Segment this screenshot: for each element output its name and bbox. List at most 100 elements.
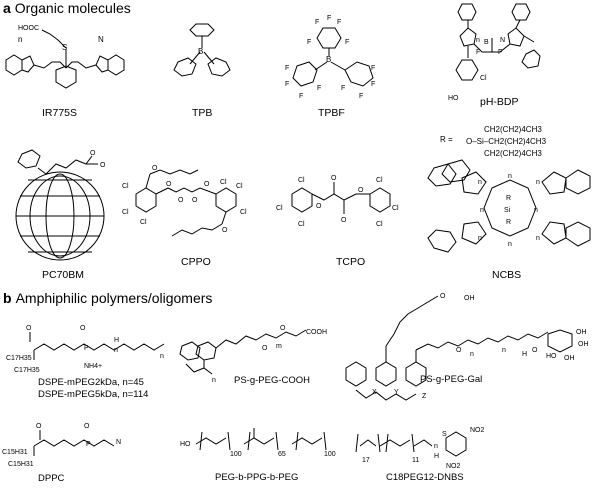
panel-a-letter: a	[3, 0, 11, 16]
tpbf-f9: F	[317, 85, 321, 92]
peg-ppg-peg-structure: HO 100 65 100	[180, 426, 340, 466]
dspe-o2: O	[80, 325, 86, 332]
pc70bm-o2: O	[100, 162, 106, 169]
pc70bm-structure: O O	[2, 146, 122, 266]
dnbs-n: n	[434, 443, 438, 450]
ncbs-structure: R = CH2(CH2)4CH3 O–Si–CH2(CH2)4CH3 CH2(C…	[420, 122, 598, 272]
dppc-c15-1: C15H31	[2, 449, 28, 456]
label-tpbf: TPBF	[318, 107, 345, 119]
dppc-o1: O	[36, 423, 42, 430]
cppo-cl1: Cl	[122, 183, 129, 190]
dppc-o2: O	[84, 423, 90, 430]
gal-o-mid: O	[456, 347, 462, 354]
ncbs-r2: R	[506, 219, 511, 226]
dspe-o1: O	[26, 325, 32, 332]
tpbf-f3: F	[327, 15, 331, 22]
cppo-o1: O	[166, 181, 172, 188]
gal-y: Y	[394, 389, 399, 396]
panel-b-letter: b	[3, 290, 12, 306]
tcpo-cl3: Cl	[298, 221, 305, 228]
tpbf-f11: F	[371, 81, 375, 88]
ncbs-chain-1: CH2(CH2)4CH3	[484, 125, 542, 134]
tpb-structure: B	[172, 22, 232, 97]
cppo-o6: O	[222, 227, 228, 234]
phbdp-b: B	[484, 39, 489, 46]
ncbs-n1: n	[478, 179, 482, 186]
dspe-n: n	[114, 347, 118, 354]
label-peg-ppg-peg: PEG-b-PPG-b-PEG	[215, 472, 299, 483]
gal-sub-n: n	[470, 351, 474, 358]
ncbs-n6: n	[478, 235, 482, 242]
cppo-cl6: Cl	[220, 179, 227, 186]
tpbf-f4: F	[307, 39, 311, 46]
ncbs-n3: n	[536, 179, 540, 186]
label-dspe-mpeg5k: DSPE-mPEG5kDa, n=114	[38, 389, 149, 400]
peg-sub-100b: 100	[324, 451, 336, 458]
ncbs-n4: n	[480, 207, 484, 214]
phbdp-f2: F	[498, 49, 502, 56]
dspe-p: P	[84, 345, 89, 352]
tpbf-f5: F	[345, 39, 349, 46]
cppo-o2: O	[204, 181, 210, 188]
dppc-n: N	[116, 439, 121, 446]
peg-sub-65: 65	[278, 451, 286, 458]
ncbs-r-eq: R =	[440, 135, 453, 144]
cppo-o5: O	[152, 165, 158, 172]
gal-n1: n	[502, 347, 506, 354]
ir775s-n-right: N	[98, 35, 104, 44]
phbdp-n1: n	[476, 37, 480, 44]
panel-a-title: Organic molecules	[14, 0, 131, 16]
tcpo-cl5: Cl	[392, 205, 399, 212]
gal-ho: HO	[546, 353, 557, 360]
cppo-o4: O	[192, 197, 198, 204]
tpbf-f2: F	[337, 19, 341, 26]
ncbs-n5: n	[534, 207, 538, 214]
dspe-sub-n: n	[160, 353, 164, 360]
gal-o-top: O	[440, 293, 446, 300]
tcpo-structure: Cl Cl Cl Cl Cl Cl O O O O	[276, 170, 406, 240]
ir775s-s: S	[62, 43, 67, 52]
tpbf-f13: F	[341, 85, 345, 92]
dspe-h: H	[114, 337, 119, 344]
phbdp-n2: N	[500, 37, 505, 44]
tpbf-f1: F	[315, 19, 319, 26]
dppc-c15-2: C15H31	[8, 461, 34, 468]
gal-z: Z	[422, 393, 427, 400]
tcpo-o1: O	[316, 203, 322, 210]
ir775s-structure: n N S HOOC	[0, 20, 130, 115]
dppc-p: P	[86, 441, 91, 448]
label-pc70bm: PC70BM	[42, 269, 85, 281]
phbdp-f1: F	[476, 49, 480, 56]
dnbs-sub-17: 17	[362, 457, 370, 464]
label-ps-g-peg-gal: PS-g-PEG-Gal	[420, 374, 483, 385]
dnbs-no2-2: NO2	[446, 463, 461, 470]
phbdp-ho: HO	[448, 95, 459, 102]
dspe-c17-1: C17H35	[6, 355, 32, 362]
ps-cooh-sub-n: n	[212, 377, 216, 384]
peg-sub-100a: 100	[230, 451, 242, 458]
ps-cooh-cooh: COOH	[306, 329, 327, 336]
ncbs-chain-3: CH2(CH2)4CH3	[484, 149, 542, 158]
tcpo-o2: O	[358, 187, 364, 194]
label-ps-g-peg-cooh: PS-g-PEG-COOH	[234, 375, 311, 386]
tcpo-o3: O	[331, 175, 337, 182]
peg-ho: HO	[180, 441, 191, 448]
gal-o-link: O	[532, 347, 538, 354]
panel-b-title: Amphiphilic polymers/oligomers	[15, 290, 213, 306]
label-ncbs: NCBS	[492, 269, 522, 281]
tcpo-cl1: Cl	[298, 177, 305, 184]
dnbs-h: H	[434, 453, 439, 460]
ncbs-si: Si	[504, 207, 511, 214]
gal-oh-top: OH	[464, 295, 475, 302]
tcpo-cl6: Cl	[376, 221, 383, 228]
tpbf-f10: F	[371, 65, 375, 72]
ps-cooh-o1: O	[262, 345, 268, 352]
dnbs-s: S	[442, 431, 447, 438]
dnbs-sub-11: 11	[412, 457, 419, 464]
ncbs-n8: n	[536, 235, 540, 242]
ps-g-peg-gal-structure: O OH X Y Z O n n H O OH OH OH HO	[336, 290, 600, 410]
label-ir775s: IR775S	[42, 107, 78, 119]
cppo-cl4: Cl	[236, 183, 243, 190]
tpbf-f7: F	[285, 81, 289, 88]
